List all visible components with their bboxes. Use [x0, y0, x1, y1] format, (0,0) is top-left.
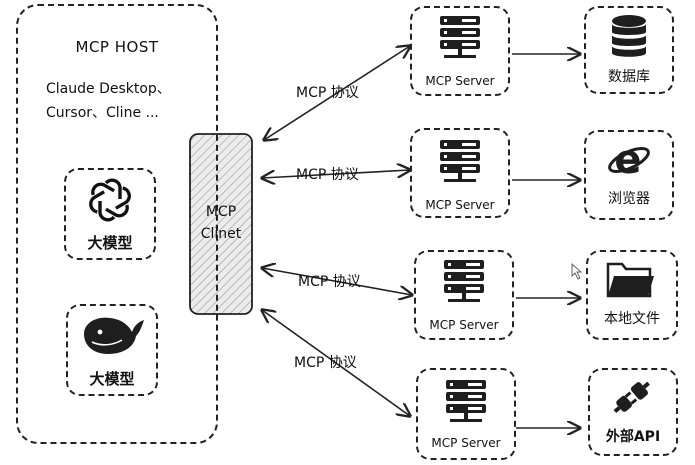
- protocol-label-3: MCP 协议: [298, 274, 361, 290]
- client-label-line2: Clinet: [200, 226, 242, 242]
- server-icon: [440, 140, 480, 182]
- browser-icon: e: [608, 138, 650, 180]
- resource-label-api: 外部API: [605, 429, 661, 445]
- server-label-3: MCP Server: [429, 318, 499, 332]
- openai-logo-icon: [89, 178, 131, 222]
- cursor-icon: [571, 262, 583, 280]
- server-icon: [446, 380, 486, 422]
- host-subtitle-line1: Claude Desktop、: [46, 81, 171, 97]
- deepseek-whale-icon: [84, 317, 144, 354]
- server-label-1: MCP Server: [425, 74, 495, 88]
- resource-box-browser: [584, 130, 674, 220]
- resource-label-files: 本地文件: [604, 311, 660, 327]
- client-label-line1: MCP: [205, 204, 237, 220]
- protocol-arrow-3: [262, 268, 412, 295]
- model-box-deepseek: [66, 304, 158, 396]
- server-icon: [440, 16, 480, 58]
- host-title: MCP HOST: [75, 38, 159, 56]
- resource-box-api: [588, 368, 678, 456]
- model-label-2: 大模型: [89, 370, 135, 388]
- resource-label-database: 数据库: [608, 69, 650, 85]
- protocol-arrow-4: [262, 310, 410, 416]
- server-label-4: MCP Server: [431, 436, 501, 450]
- model-label-1: 大模型: [87, 234, 133, 252]
- resource-label-browser: 浏览器: [608, 191, 650, 207]
- database-icon: [612, 15, 646, 57]
- resource-box-files: [586, 250, 678, 340]
- model-box-openai: [64, 168, 156, 260]
- server-icon: [444, 260, 484, 302]
- svg-text:e: e: [614, 138, 641, 180]
- resource-box-database: [584, 6, 674, 94]
- server-label-2: MCP Server: [425, 198, 495, 212]
- protocol-label-2: MCP 协议: [296, 167, 359, 183]
- plug-icon: [613, 381, 650, 414]
- server-box-3: [414, 250, 514, 340]
- mcp-host-box: [16, 4, 218, 444]
- server-box-2: [410, 128, 510, 218]
- server-box-1: [410, 6, 510, 96]
- server-box-4: [416, 368, 516, 460]
- client-bar-fill: [189, 133, 253, 315]
- host-subtitle-line2: Cursor、Cline ...: [46, 105, 159, 121]
- protocol-arrow-1: [264, 46, 410, 140]
- protocol-arrow-2: [262, 170, 410, 178]
- protocol-label-4: MCP 协议: [294, 355, 357, 371]
- folder-icon: [606, 262, 654, 298]
- protocol-label-1: MCP 协议: [296, 85, 359, 101]
